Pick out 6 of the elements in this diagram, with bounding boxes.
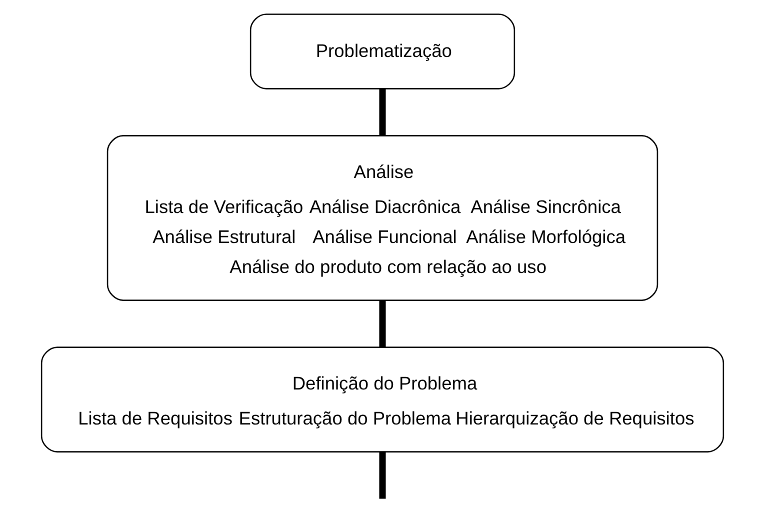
connector [379,300,386,347]
node-box: Análise Lista de Verificação Análise Diacrônica Análise Sincrônica Análise Estrutural Análise Funcional Análise Morfológica Análise do produto com relação ao uso [106,134,658,300]
node-box: Problematização [250,13,516,89]
node-box: Definição do Problema Lista de Requisitos Estruturação do Problema Hierarquização de Requisitos [40,346,724,452]
connector [379,88,386,135]
connector [379,452,386,498]
